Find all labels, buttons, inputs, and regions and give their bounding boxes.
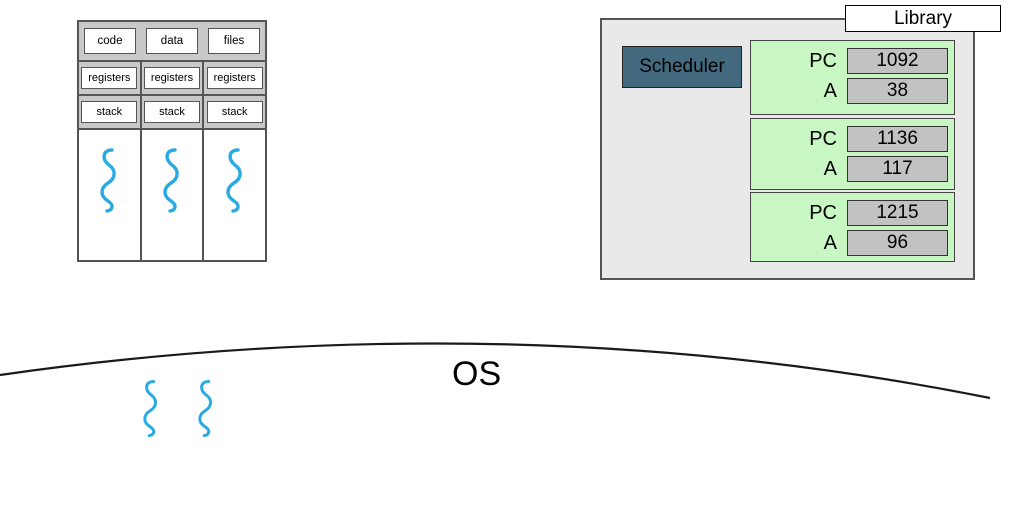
thread-stack-band-2: stack [141,96,203,130]
scheduler-box[interactable]: Scheduler [622,46,742,88]
thread-stack-label-3: stack [206,101,263,123]
context-row-a-3: A 96 [751,228,954,258]
context-row-pc-2: PC 1136 [751,124,954,154]
context-row-pc-3: PC 1215 [751,198,954,228]
thread-context-block-3: PC 1215 A 96 [750,192,955,262]
thread-registers-band-2: registers [141,62,203,96]
thread-registers-label-3: registers [206,67,263,89]
shared-cell-code: code [79,22,141,60]
context-pc-label-3: PC [809,201,837,224]
thread-squiggle-icon [100,148,117,213]
context-a-label-1: A [823,79,837,102]
thread-column-3: registers stack [204,62,266,260]
context-pc-value-2: 1136 [847,126,948,152]
os-label: OS [452,355,502,393]
context-pc-value-1: 1092 [847,48,948,74]
context-a-value-2: 117 [847,156,948,182]
shared-resources-row: code data files [79,22,265,62]
thread-registers-label-1: registers [81,67,138,89]
context-row-a-1: A 38 [751,76,954,106]
thread-body-3 [204,130,266,260]
thread-columns: registers stack registers stack [79,62,266,260]
thread-registers-band-1: registers [79,62,140,96]
context-a-label-2: A [823,157,837,180]
os-boundary-arc [0,342,991,400]
shared-label-code: code [84,28,136,54]
thread-squiggle-icon [198,380,213,438]
shared-cell-files: files [203,22,265,60]
context-a-value-1: 38 [847,78,948,104]
process-block: code data files registers stack [77,20,267,262]
thread-registers-band-3: registers [204,62,266,96]
context-a-value-3: 96 [847,230,948,256]
thread-stack-band-1: stack [79,96,140,130]
context-row-a-2: A 117 [751,154,954,184]
context-row-pc-1: PC 1092 [751,46,954,76]
context-pc-label-2: PC [809,127,837,150]
context-a-label-3: A [823,231,837,254]
thread-squiggle-icon [163,148,179,213]
thread-stack-band-3: stack [204,96,266,130]
thread-squiggle-icon [143,380,158,438]
thread-context-block-2: PC 1136 A 117 [750,118,955,190]
shared-cell-data: data [141,22,203,60]
thread-squiggle-icon [225,148,242,213]
thread-body-1 [79,130,140,260]
thread-context-block-1: PC 1092 A 38 [750,40,955,115]
thread-registers-label-2: registers [144,67,200,89]
thread-stack-label-1: stack [81,101,138,123]
context-pc-value-3: 1215 [847,200,948,226]
library-tag-label: Library [845,5,1001,32]
thread-column-1: registers stack [79,62,142,260]
thread-body-2 [141,130,203,260]
shared-label-data: data [146,28,198,54]
thread-stack-label-2: stack [144,101,200,123]
thread-column-2: registers stack [141,62,205,260]
shared-label-files: files [208,28,260,54]
context-pc-label-1: PC [809,49,837,72]
